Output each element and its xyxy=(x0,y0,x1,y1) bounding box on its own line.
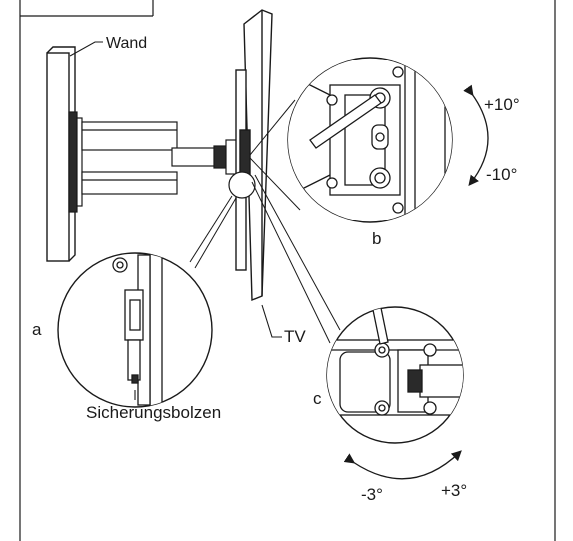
tilt-down-label: -10° xyxy=(486,165,517,184)
tv-label: TV xyxy=(284,327,306,346)
leader-lines xyxy=(69,41,282,400)
wall-plate xyxy=(68,111,83,213)
detail-b-letter: b xyxy=(372,229,381,248)
sicherungsbolzen-label: Sicherungsbolzen xyxy=(86,403,221,422)
wand-label: Wand xyxy=(106,35,147,52)
detail-marker-a xyxy=(228,171,256,199)
level-minus-label: -3° xyxy=(361,485,383,504)
detail-b xyxy=(287,57,453,223)
page-frame xyxy=(19,0,556,541)
tv-panel xyxy=(235,9,273,302)
detail-c-letter: c xyxy=(313,389,322,408)
callout-lines xyxy=(189,99,341,344)
level-plus-label: +3° xyxy=(441,481,467,500)
detail-a xyxy=(57,252,213,408)
detail-a-letter: a xyxy=(32,320,42,339)
detail-c xyxy=(326,306,464,444)
tilt-up-label: +10° xyxy=(484,95,520,114)
tilt-arc xyxy=(463,84,489,187)
swing-arm xyxy=(81,121,243,195)
level-arc xyxy=(343,450,462,480)
